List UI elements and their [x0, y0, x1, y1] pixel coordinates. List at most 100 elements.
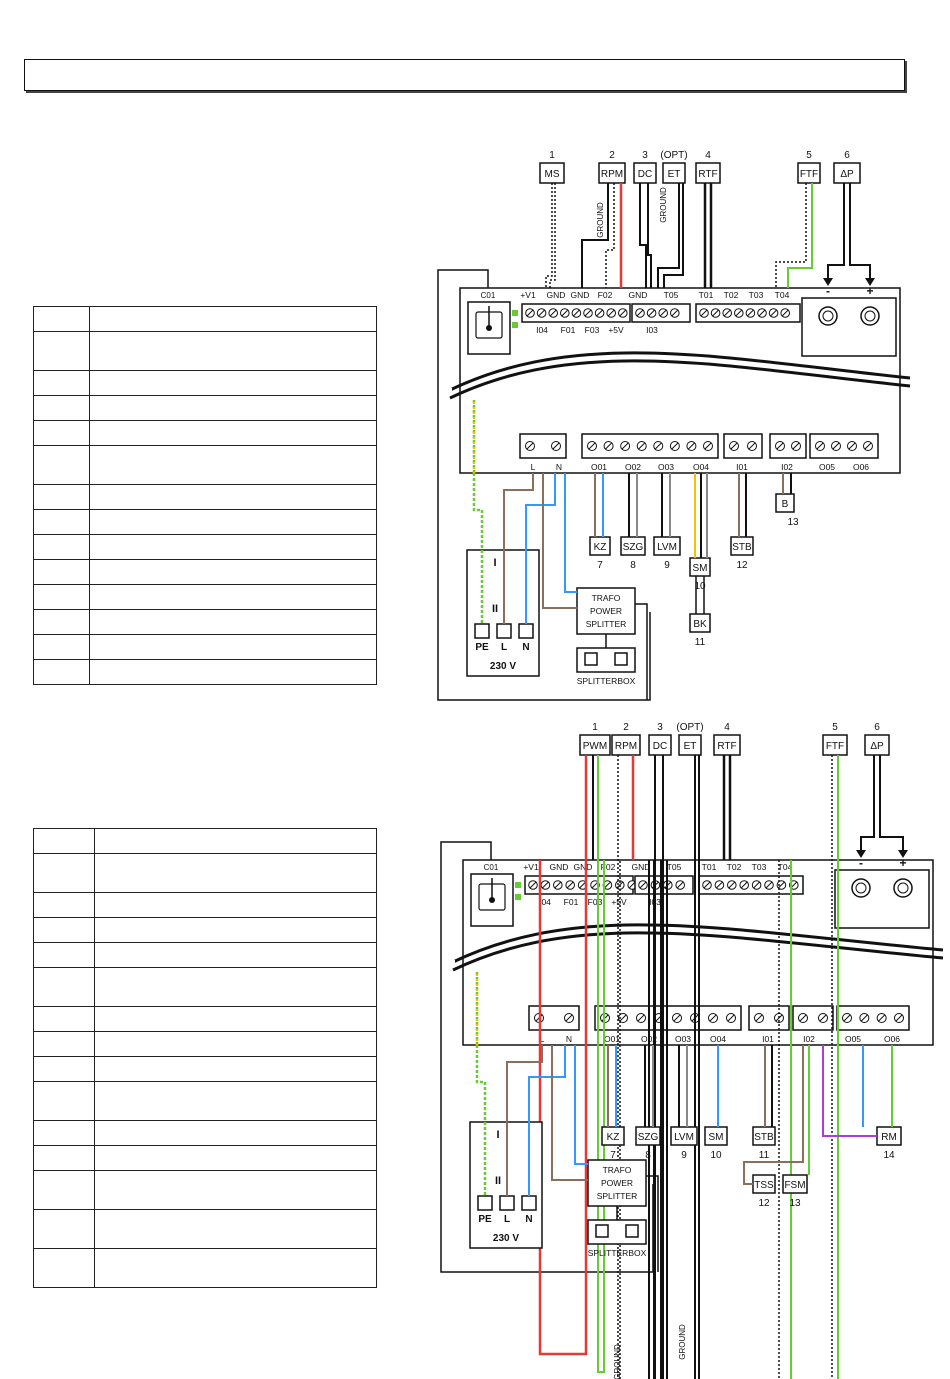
- terminal-slot: [700, 309, 708, 317]
- table-row: [33, 1081, 377, 1121]
- terminal-slot: [704, 442, 712, 450]
- terminal-slot: [636, 309, 644, 317]
- top-component-rtf-label: RTF: [717, 741, 736, 752]
- terminal-label-lower: N: [566, 1034, 572, 1044]
- table-cell-description: [89, 509, 377, 535]
- power-phase-i: I: [496, 1129, 499, 1141]
- terminal-slot: [778, 881, 785, 889]
- top-component-et-label: ET: [684, 741, 697, 752]
- bottom-component-bk: [689, 613, 711, 633]
- arrow-plus: [865, 278, 875, 286]
- bottom-component-number: 14: [883, 1150, 895, 1161]
- terminal-label-top: T03: [752, 862, 767, 872]
- terminal-slot: [596, 309, 603, 317]
- co-label: C01: [481, 291, 496, 300]
- top-component-ftf: [822, 734, 848, 756]
- bottom-component-kz-label: KZ: [607, 1132, 620, 1143]
- power-phase-ii: II: [495, 1175, 501, 1187]
- top-component-et: [678, 734, 702, 756]
- led-indicator: [515, 882, 521, 888]
- bottom-component-kz: [589, 536, 611, 556]
- top-component-δp: [833, 162, 861, 184]
- terminal-label-top: +V1: [523, 862, 539, 872]
- board-cut-line: [449, 351, 911, 392]
- bottom-component-rm-label: RM: [881, 1132, 897, 1143]
- splitterbox-label: SPLITTERBOX: [577, 676, 636, 686]
- dp-hose-minus: [860, 755, 875, 856]
- n-wire: [528, 1045, 566, 1196]
- pwm-signal: [597, 755, 605, 1373]
- l-wire: [503, 473, 534, 624]
- terminal-label-lower: O05: [845, 1034, 861, 1044]
- table-row: [33, 609, 377, 635]
- voltage-label: 230 V: [493, 1233, 519, 1244]
- et-wire: [657, 183, 680, 288]
- terminal-label-top: T02: [724, 290, 739, 300]
- dp-hose-minus: [827, 183, 845, 284]
- trafo-label: SPLITTER: [597, 1191, 638, 1201]
- table-row: [33, 659, 377, 685]
- tss-wire: [743, 1045, 804, 1185]
- top-component-rpm: [598, 162, 626, 184]
- ground-label: GROUND: [613, 1344, 622, 1379]
- terminal-slot: [579, 881, 586, 889]
- ftf-wire: [778, 755, 833, 1379]
- terminal-slot: [728, 881, 736, 889]
- terminal-label-bottom: F01: [564, 897, 579, 907]
- n-label: N: [522, 642, 529, 653]
- terminal-slot: [673, 1014, 681, 1022]
- terminal-label-lower: O06: [853, 462, 869, 472]
- top-component-ms-label: MS: [545, 169, 560, 180]
- table-cell-number: [33, 509, 90, 535]
- terminal-label-bottom: +5V: [611, 897, 627, 907]
- bottom-component-tss-label: TSS: [754, 1180, 774, 1191]
- table-cell-number: [33, 853, 95, 893]
- terminal-slot: [753, 881, 760, 889]
- terminal-slot: [619, 309, 627, 317]
- terminal-slot: [554, 881, 562, 889]
- terminal-slot: [526, 309, 534, 317]
- terminal-label-top: T01: [702, 862, 717, 872]
- terminal-label-bottom: I04: [539, 897, 551, 907]
- rpm-signal: [617, 755, 621, 1379]
- terminal-slot: [703, 881, 711, 889]
- terminal-slot: [832, 442, 840, 450]
- frame-wire: [437, 269, 651, 701]
- bottom-component-number: 11: [695, 637, 706, 648]
- splitterbox-label: SPLITTERBOX: [588, 1248, 647, 1258]
- terminal-label-lower: O01: [591, 462, 607, 472]
- terminal-slot: [561, 309, 569, 317]
- bottom-component-number: 10: [694, 581, 706, 592]
- led-indicator: [512, 322, 518, 328]
- pe-label: PE: [478, 1214, 492, 1225]
- table-cell-description: [89, 659, 377, 685]
- top-component-number: 1: [549, 150, 555, 161]
- table-cell-number: [33, 445, 90, 485]
- co-pin-dot: [486, 325, 492, 331]
- cut-gap: [451, 960, 455, 964]
- terminal-slot: [765, 881, 773, 889]
- pe-terminal: [474, 623, 490, 639]
- top-component-number: 4: [724, 722, 730, 733]
- terminal-slot: [723, 309, 731, 317]
- top-component-number: 6: [844, 150, 850, 161]
- et-wire: [660, 755, 696, 1379]
- dp-hose-plus: [879, 755, 904, 856]
- top-component-δp-label: ΔP: [840, 169, 854, 180]
- l-label: L: [501, 642, 507, 653]
- bottom-component-number: 13: [787, 517, 799, 528]
- top-component-δp-label: ΔP: [870, 741, 884, 752]
- sensor-port-inner: [855, 882, 867, 894]
- table-cell-description: [94, 1248, 377, 1288]
- table-cell-description: [89, 331, 377, 371]
- top-component-dc: [633, 162, 657, 184]
- board-cut-line: [452, 923, 944, 964]
- bottom-component-stb: [730, 536, 754, 556]
- terminal-slot: [740, 881, 748, 889]
- pe-wire: [472, 473, 484, 624]
- table-row: [33, 306, 377, 332]
- terminal-slot: [639, 881, 647, 889]
- top-component-dc-label: DC: [638, 169, 652, 180]
- trafo-n-wire: [564, 473, 577, 593]
